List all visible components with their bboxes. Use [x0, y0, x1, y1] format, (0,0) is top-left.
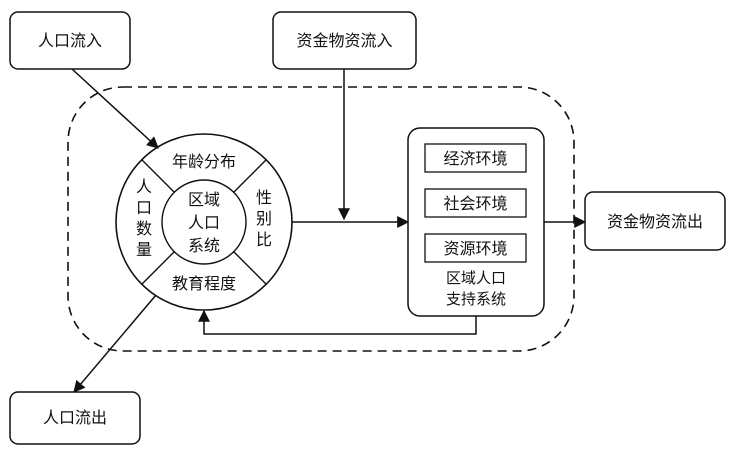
population-outflow-label: 人口流出: [43, 408, 107, 427]
population-inflow-label: 人口流入: [38, 31, 102, 50]
support-system-title-line-1: 区域人口: [446, 269, 506, 287]
social-env-box: [424, 188, 527, 218]
center-label-line-2: 人口: [188, 213, 220, 232]
economic-env-label: 经济环境: [443, 149, 507, 168]
sex-ratio-char-3: 比: [256, 230, 272, 249]
resource-inflow-label: 资金物资流入: [296, 31, 392, 50]
population-system-circle: 区域 人口 系统 年龄分布 教育程度 人 口 数 量 性 别 比: [115, 133, 293, 311]
resource-inflow-box: 资金物资流入: [272, 11, 417, 70]
resource-env-box: [424, 233, 527, 263]
age-distribution-label: 年龄分布: [172, 152, 236, 171]
region-boundary: [67, 86, 575, 352]
center-label-line-1: 区域: [188, 190, 220, 209]
resource-env-label: 资源环境: [443, 239, 507, 258]
population-outflow-arrow: [73, 294, 157, 393]
resource-outflow-label: 资金物资流出: [607, 212, 703, 231]
population-size-char-3: 数: [136, 219, 152, 238]
center-label-line-3: 系统: [188, 236, 220, 255]
population-inflow-box: 人口流入: [9, 11, 131, 70]
population-inflow-arrow: [71, 68, 159, 149]
feedback-arrow: [198, 309, 477, 335]
population-size-char-2: 口: [136, 198, 152, 217]
resource-outflow-box: 资金物资流出: [584, 191, 726, 251]
education-level-label: 教育程度: [172, 274, 236, 293]
support-system-box: 经济环境 社会环境 资源环境 区域人口 支持系统: [407, 127, 545, 317]
sex-ratio-char-1: 性: [256, 188, 272, 207]
population-outflow-box: 人口流出: [9, 391, 141, 445]
population-size-char-1: 人: [136, 177, 152, 196]
support-system-title-line-2: 支持系统: [446, 290, 506, 308]
social-env-label: 社会环境: [443, 194, 507, 213]
population-size-char-4: 量: [136, 240, 152, 259]
sex-ratio-char-2: 别: [256, 209, 272, 228]
economic-env-box: [424, 143, 527, 173]
